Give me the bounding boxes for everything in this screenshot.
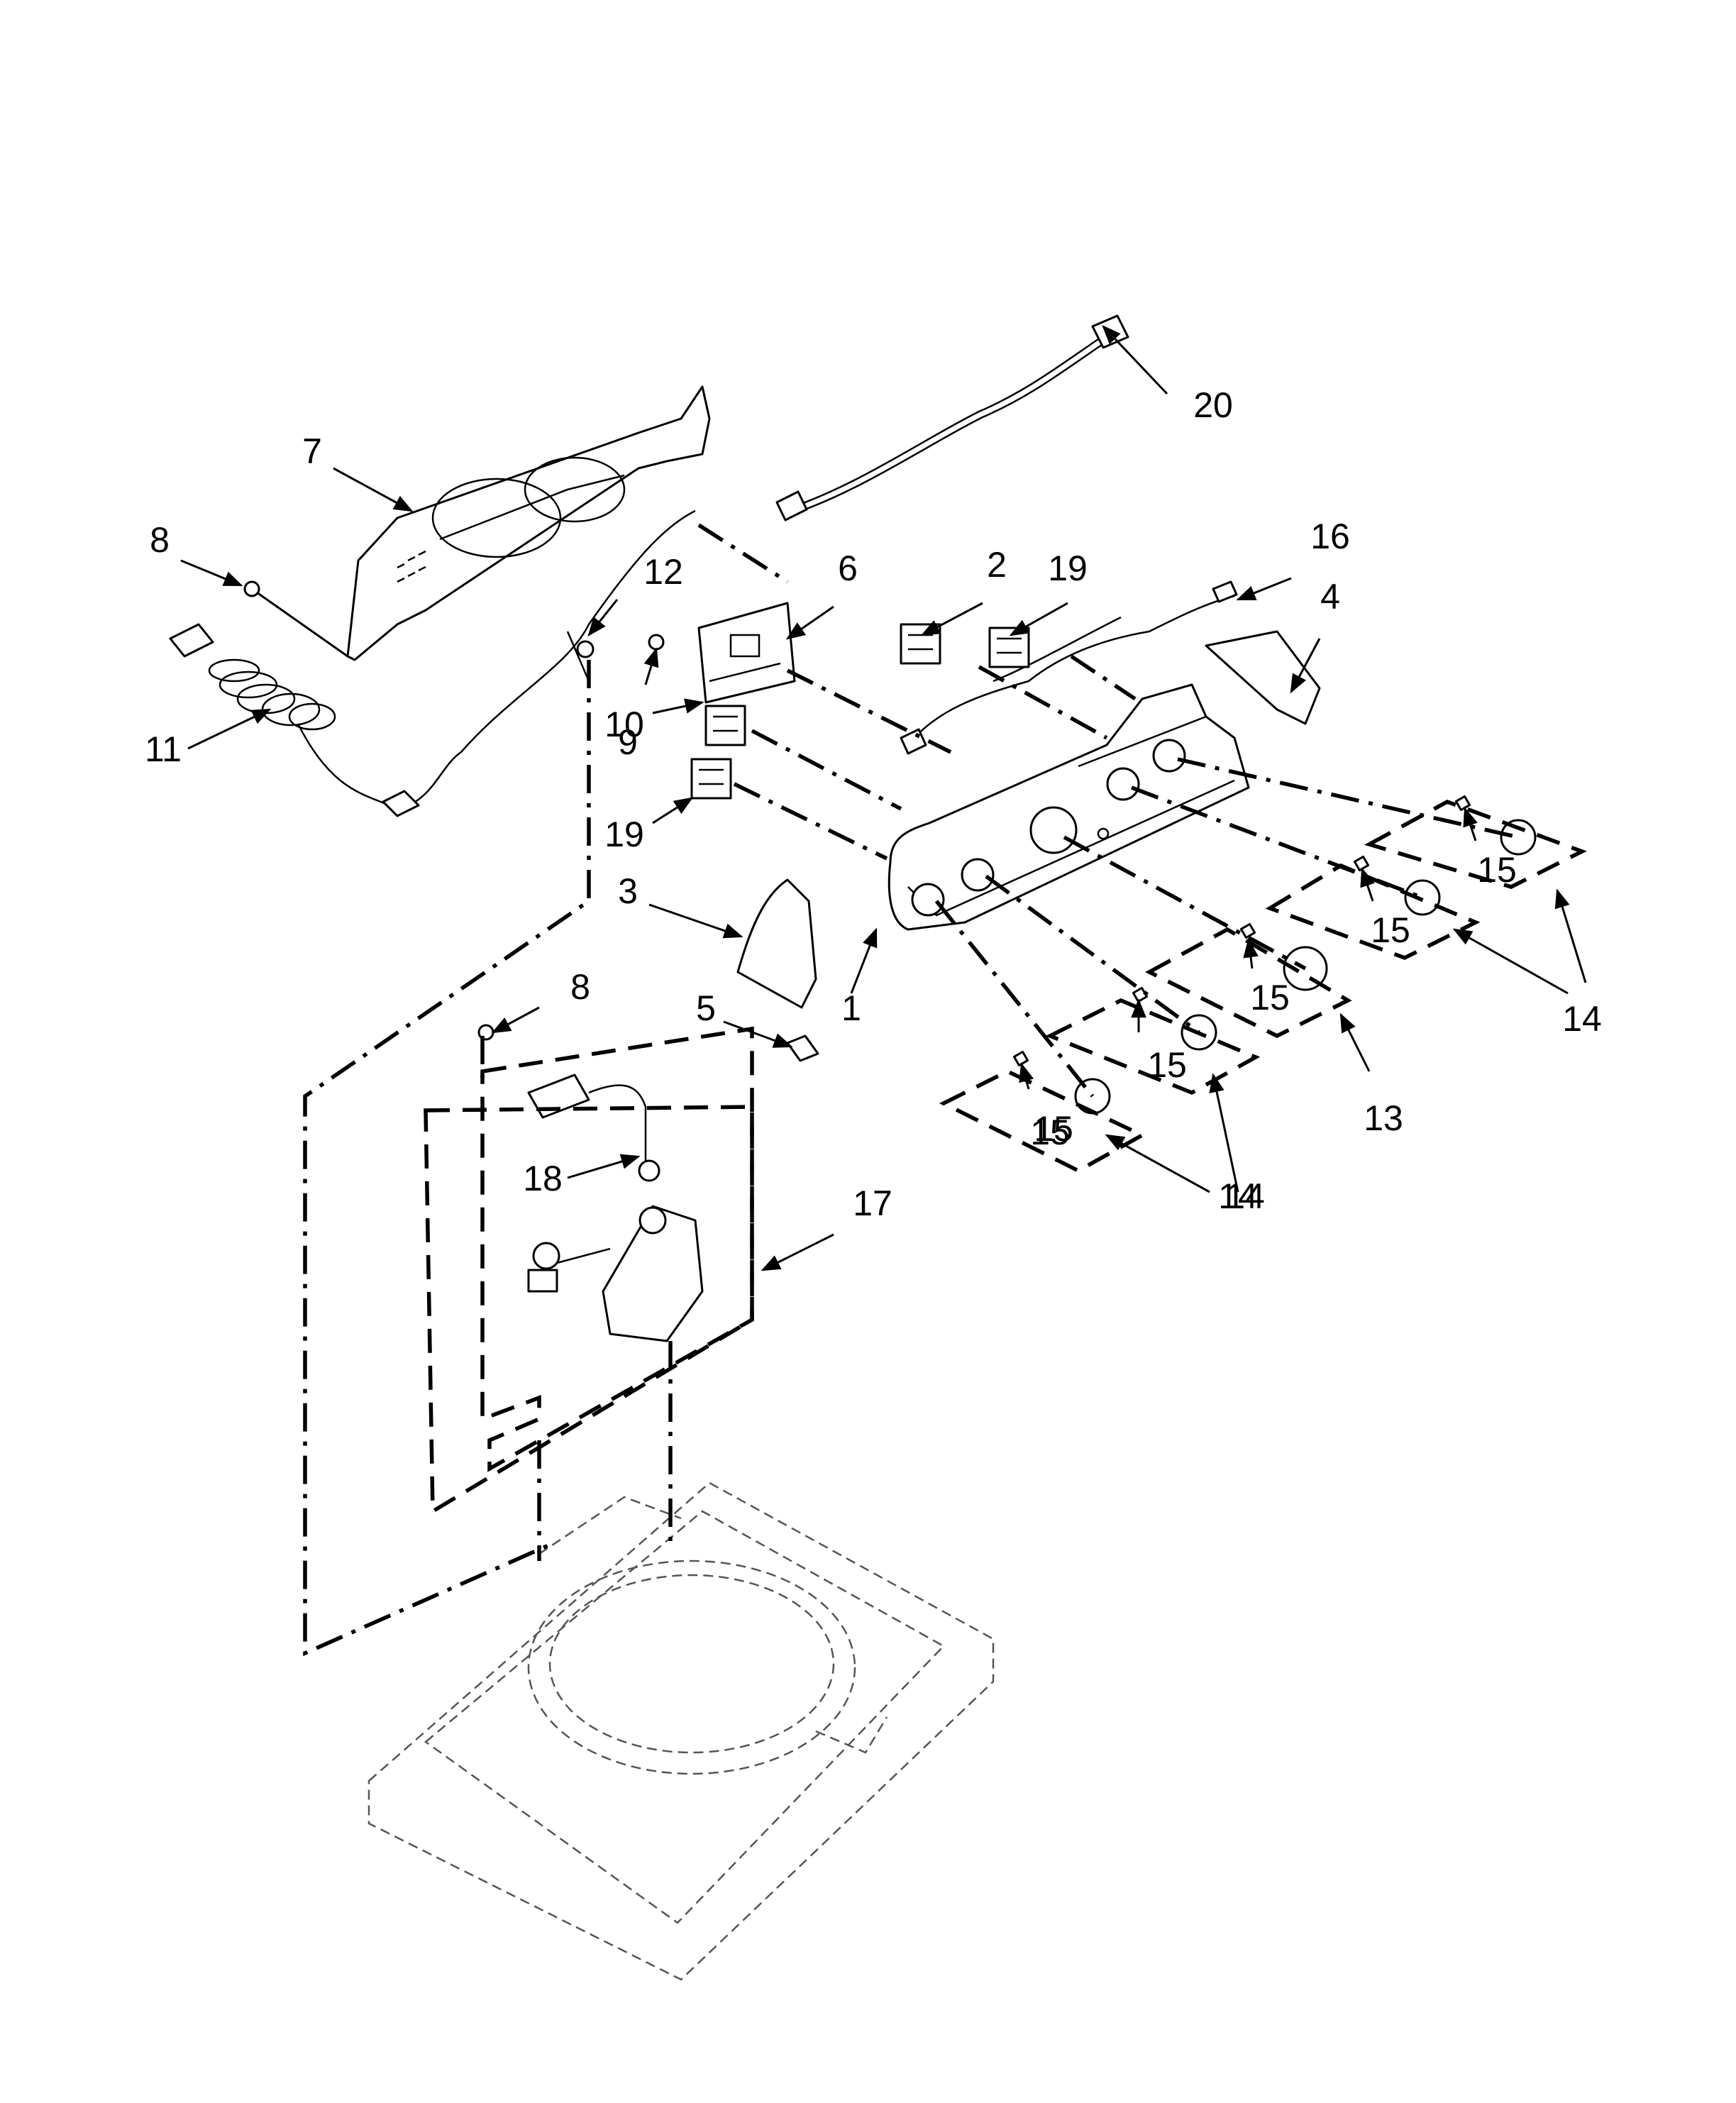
callout-18: 18 bbox=[523, 1159, 563, 1198]
callout-9: 9 bbox=[618, 722, 638, 762]
wire-harness-20 bbox=[775, 314, 1129, 521]
selector-switch-2 bbox=[900, 623, 941, 665]
water-valve-assembly bbox=[527, 1205, 704, 1342]
power-cord bbox=[169, 509, 696, 817]
alignment-lines bbox=[303, 523, 1519, 1657]
callout-6: 6 bbox=[838, 548, 858, 588]
cabinet-top bbox=[367, 1481, 995, 1981]
callout-17: 17 bbox=[853, 1183, 892, 1223]
selector-switch-19-upper bbox=[988, 627, 1030, 668]
callout-3: 3 bbox=[618, 871, 638, 911]
clip-5 bbox=[786, 1034, 819, 1062]
callout-11: 11 bbox=[145, 729, 182, 769]
selector-switch-9 bbox=[704, 705, 746, 746]
callout-15-e: 15 bbox=[1477, 850, 1517, 890]
callout-10: 10 bbox=[604, 705, 644, 744]
callout-5: 5 bbox=[696, 988, 716, 1028]
callout-15-c: 15 bbox=[1250, 978, 1290, 1017]
callout-14-right: 14 bbox=[1562, 999, 1602, 1039]
callout-15-d: 15 bbox=[1371, 910, 1410, 950]
callout-14-lower: 14 bbox=[1225, 1176, 1265, 1216]
callout-4: 4 bbox=[1320, 577, 1340, 617]
callout-labels: 1 2 3 4 5 6 7 8 8 9 10 11 12 13 14 14 14… bbox=[145, 385, 1602, 1223]
console bbox=[888, 683, 1250, 931]
callout-15-f: 15 bbox=[1030, 1113, 1070, 1152]
screw-8-upper bbox=[243, 580, 348, 658]
pressure-switch-assembly bbox=[527, 1073, 660, 1182]
callout-19-lower: 19 bbox=[604, 815, 644, 854]
screw-12 bbox=[576, 640, 595, 658]
control-board bbox=[697, 602, 796, 704]
end-cap-left bbox=[736, 878, 817, 1009]
callout-20: 20 bbox=[1193, 385, 1233, 425]
screw-10 bbox=[648, 634, 665, 651]
callout-14-middle: 14 bbox=[1218, 1176, 1258, 1216]
callout-8-upper: 8 bbox=[150, 520, 170, 560]
callout-7: 7 bbox=[302, 431, 322, 471]
callout-15-b: 15 bbox=[1147, 1045, 1187, 1085]
callout-1: 1 bbox=[841, 988, 861, 1028]
selector-switch-19-lower bbox=[690, 758, 732, 800]
leader-arrows bbox=[180, 325, 1587, 1271]
callout-15-a: 15 bbox=[1034, 1109, 1073, 1149]
callout-16: 16 bbox=[1310, 517, 1350, 556]
callout-13: 13 bbox=[1364, 1098, 1403, 1138]
callout-2: 2 bbox=[987, 545, 1007, 585]
callout-12: 12 bbox=[643, 552, 683, 592]
callout-8-lower: 8 bbox=[570, 967, 590, 1007]
end-cap-right bbox=[1205, 630, 1321, 725]
rear-console-panel bbox=[346, 385, 711, 661]
callout-19-upper: 19 bbox=[1048, 548, 1088, 588]
